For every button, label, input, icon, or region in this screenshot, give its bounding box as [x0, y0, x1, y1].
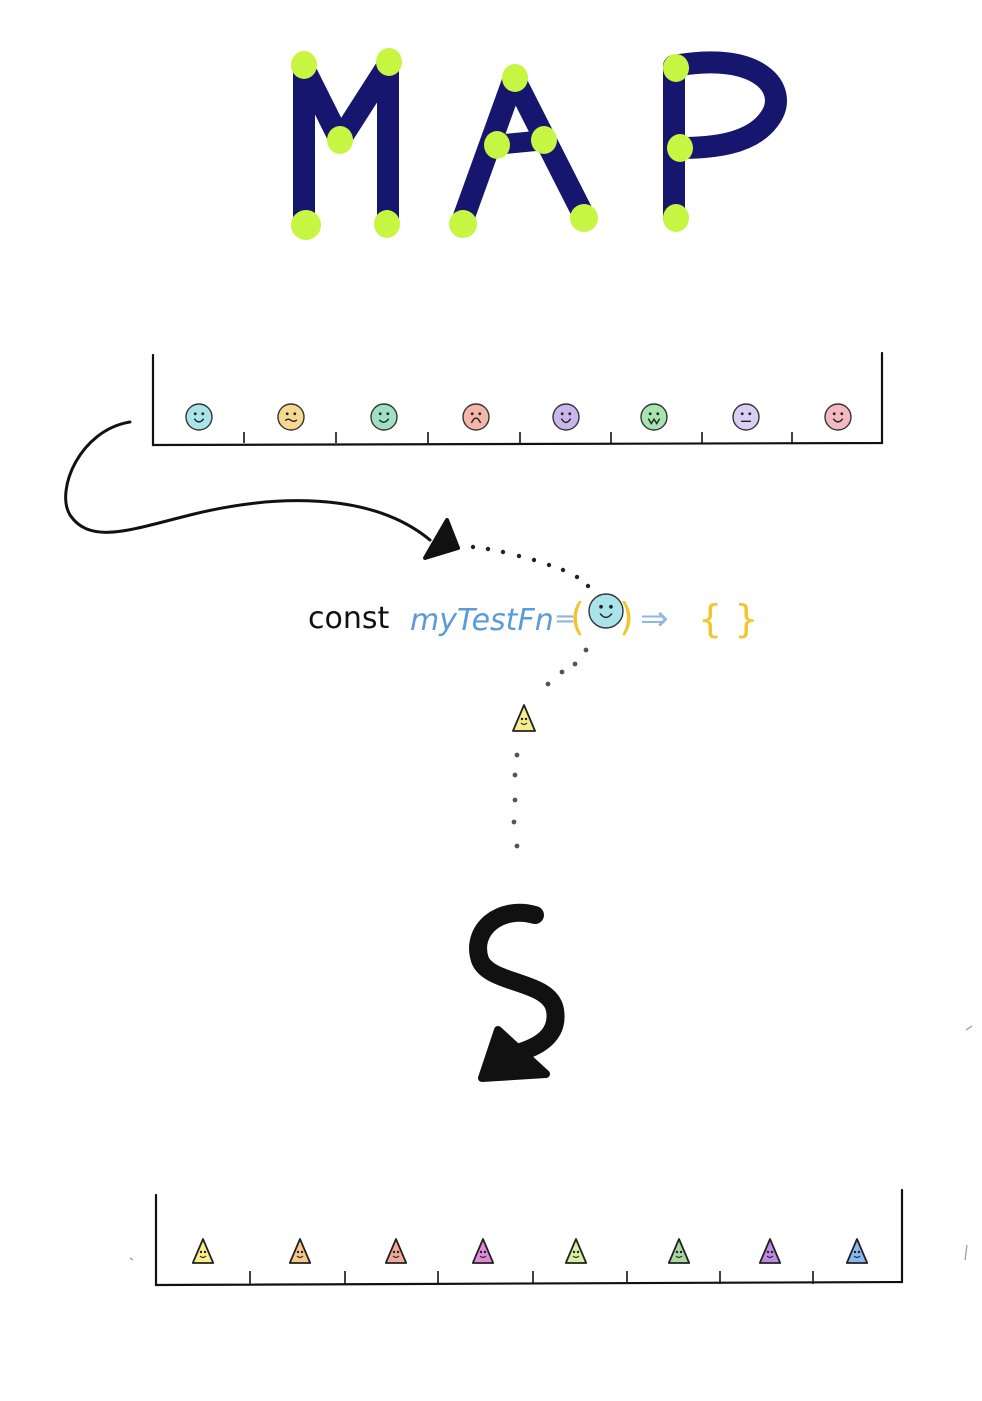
- code-arrow: ⇒: [640, 599, 669, 639]
- title-map: [291, 48, 787, 240]
- dotted-path-to-arg: [470, 544, 591, 589]
- green-triangle-face-icon: [667, 1238, 691, 1264]
- orange-triangle-face-icon: [288, 1238, 312, 1264]
- input-array: [151, 351, 884, 447]
- wavy-mouth-face-icon: [277, 403, 305, 431]
- curved-arrow-to-function: [64, 420, 460, 560]
- purple-triangle-face-icon: [758, 1238, 782, 1264]
- magenta-triangle-face-icon: [471, 1238, 495, 1264]
- code-braces: { }: [698, 597, 758, 641]
- code-function-name: myTestFn: [410, 603, 554, 638]
- code-keyword: const: [308, 601, 389, 636]
- lime-triangle-face-icon: [564, 1238, 588, 1264]
- salmon-triangle-face-icon: [384, 1238, 408, 1264]
- title-letter-a: [451, 67, 596, 233]
- stray-marks: [129, 1025, 973, 1261]
- yellow-triangle-face-icon: [512, 704, 536, 732]
- dotted-path-to-result: [511, 647, 589, 849]
- zigzag-mouth-face-icon: [640, 403, 668, 431]
- yellow-triangle-face-icon: [191, 1238, 215, 1264]
- code-close-paren: ): [619, 595, 634, 639]
- code-open-paren: (: [570, 595, 585, 639]
- blue-triangle-face-icon: [845, 1238, 869, 1264]
- wink-face-icon: [824, 403, 852, 431]
- smiley-face-icon: [185, 403, 213, 431]
- title-dots: [291, 48, 693, 240]
- neutral-face-icon: [732, 403, 760, 431]
- output-array: [154, 1188, 904, 1287]
- smirk-face-icon: [370, 403, 398, 431]
- title-letter-p: [663, 51, 787, 229]
- s-arrow-to-output: [469, 903, 565, 1082]
- tongue-face-icon: [552, 403, 580, 431]
- code-equals: =: [554, 604, 576, 634]
- function-definition: const myTestFn = ( ) ⇒ { }: [308, 593, 758, 641]
- frown-face-icon: [462, 403, 490, 431]
- smiley-face-icon: [588, 593, 624, 629]
